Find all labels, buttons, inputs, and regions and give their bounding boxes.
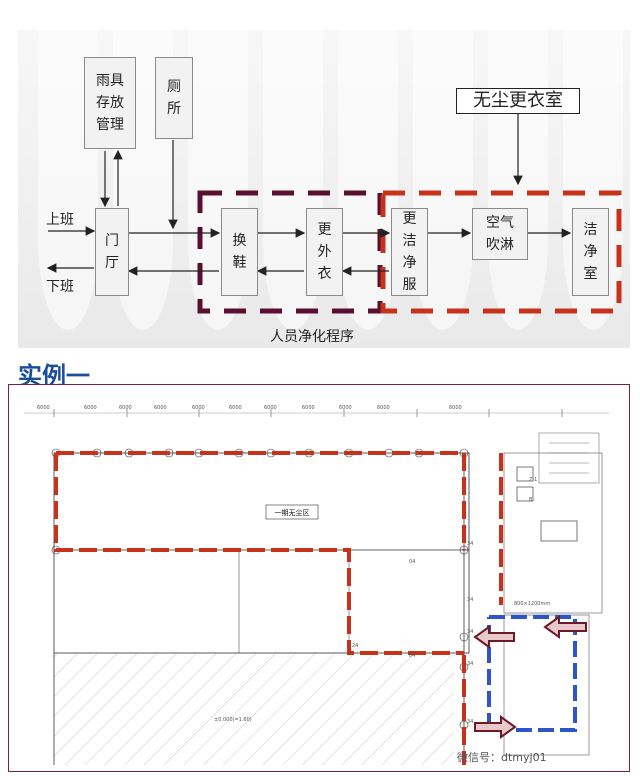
clean-room-box: 洁 净 室 bbox=[572, 208, 609, 296]
dim-label: 6000 bbox=[154, 405, 167, 411]
column-tag: 34 bbox=[467, 719, 473, 725]
dim-label: 6000 bbox=[449, 405, 462, 411]
clean-room-label: 洁 净 室 bbox=[583, 222, 598, 282]
change-clean-label: 更 洁 净 服 bbox=[402, 211, 417, 293]
dustfree-title: 无尘更衣室 bbox=[473, 90, 563, 111]
column-tag: 04 bbox=[409, 559, 415, 565]
dim-label: 6000 bbox=[229, 405, 242, 411]
rain-gear-label: 雨具 存放 管理 bbox=[96, 73, 124, 133]
column-tag: 24 bbox=[352, 643, 358, 649]
dimension-ticks bbox=[53, 409, 563, 417]
shoe-change-zone-border bbox=[197, 190, 383, 314]
plan-note: B bbox=[529, 497, 533, 503]
watermark: 微信号：dtmyj01 bbox=[457, 751, 547, 764]
rain-gear-box: 雨具 存放 管理 bbox=[84, 57, 136, 149]
dim-label: 6000 bbox=[339, 405, 352, 411]
dim-label: 6000 bbox=[37, 405, 50, 411]
change-shoes-box: 换 鞋 bbox=[221, 208, 258, 296]
air-shower-label: 空气 吹淋 bbox=[486, 215, 514, 253]
dim-label: 6000 bbox=[264, 405, 277, 411]
toilet-label: 厕 所 bbox=[167, 79, 181, 117]
column-tag: 34 bbox=[467, 661, 473, 667]
column-tag: 04 bbox=[409, 653, 415, 659]
plan-note: Z-1 bbox=[529, 477, 537, 483]
floor-plan-drawing: 6000 6000 6000 6000 6000 6000 6000 6000 … bbox=[24, 405, 609, 765]
column-tag: 34 bbox=[467, 541, 473, 547]
plan-note: ±0.000(=1.60) bbox=[214, 717, 252, 723]
column-tag: 34 bbox=[467, 629, 473, 635]
dim-label: 6000 bbox=[302, 405, 315, 411]
dustfree-zone-border bbox=[380, 190, 622, 314]
dim-label: 6000 bbox=[192, 405, 205, 411]
go-to-work-label: 上班 bbox=[46, 212, 74, 228]
dustfree-title-box: 无尘更衣室 bbox=[456, 88, 580, 114]
air-shower-box: 空气 吹淋 bbox=[472, 208, 528, 260]
dim-label: 6000 bbox=[84, 405, 97, 411]
leave-work-label: 下班 bbox=[46, 279, 74, 295]
change-clean-box: 更 洁 净 服 bbox=[391, 208, 428, 296]
door-hall-box: 门 厅 bbox=[95, 208, 129, 296]
change-outer-box: 更 外 衣 bbox=[306, 208, 343, 296]
dim-label: 6000 bbox=[119, 405, 132, 411]
toilet-box: 厕 所 bbox=[155, 57, 193, 139]
floor-plan: 6000 6000 6000 6000 6000 6000 6000 6000 … bbox=[8, 384, 630, 772]
flow-connectors bbox=[46, 114, 622, 314]
dustfree-boundary bbox=[54, 451, 503, 765]
hatched-area bbox=[54, 653, 454, 765]
entry-arrows bbox=[473, 615, 587, 739]
column-tag: 34 bbox=[467, 597, 473, 603]
dim-label: 6000 bbox=[377, 405, 390, 411]
plan-note: 800×1200mm bbox=[514, 601, 550, 607]
change-outer-label: 更 外 衣 bbox=[317, 222, 332, 282]
changing-room-boundary bbox=[487, 615, 577, 732]
change-shoes-label: 换 鞋 bbox=[232, 233, 247, 271]
zone-label: 一期无尘区 bbox=[275, 508, 310, 517]
door-hall-label: 门 厅 bbox=[105, 233, 119, 271]
flow-caption: 人员净化程序 bbox=[270, 329, 354, 345]
